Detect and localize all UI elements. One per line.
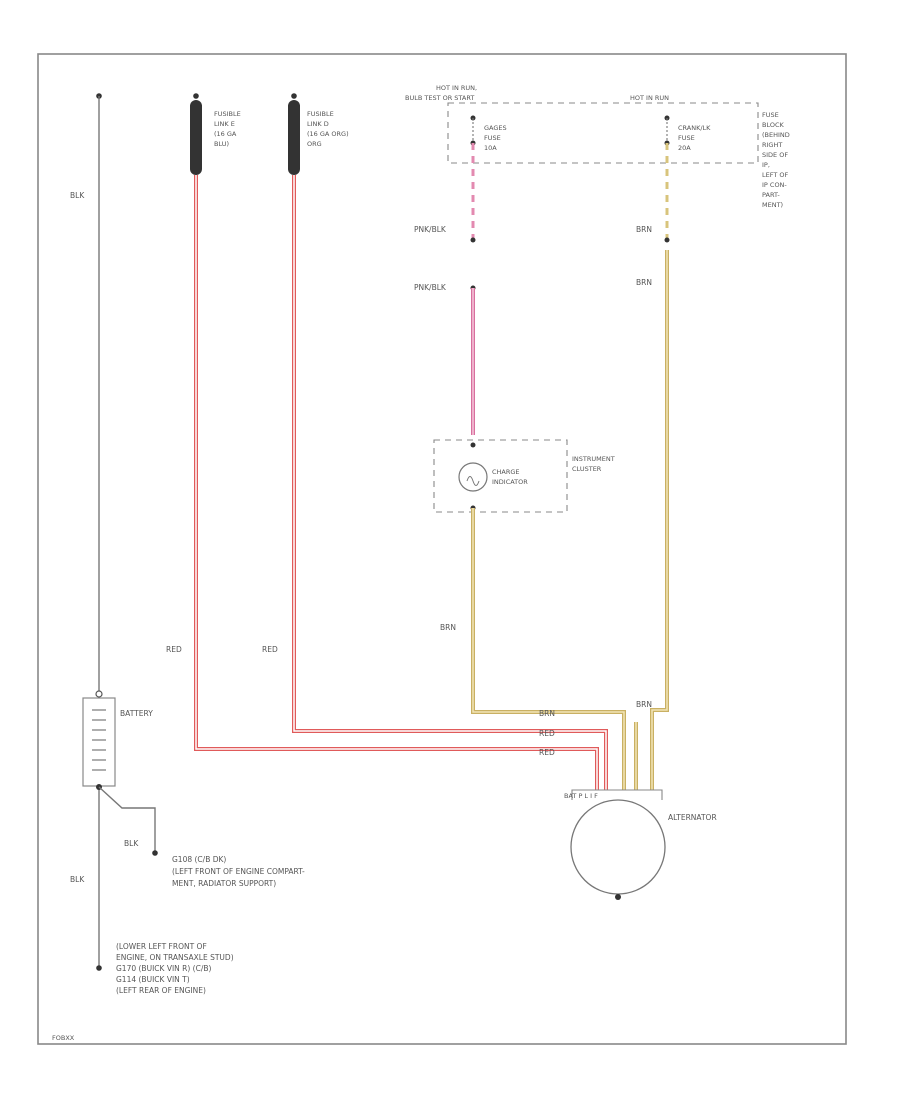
wire-label-brn-1: BRN <box>636 225 652 234</box>
svg-text:IP,: IP, <box>762 161 770 169</box>
ground-bottom-line1: (LOWER LEFT FRONT OF <box>116 942 207 951</box>
wire-label-blk-ground: BLK <box>124 839 139 848</box>
gages-fuse-line2: FUSE <box>484 134 501 142</box>
instrument-cluster-line1: INSTRUMENT <box>572 455 615 463</box>
wire-label-red-4: RED <box>539 748 555 757</box>
fusible-link-d-line1: FUSIBLE <box>307 110 334 118</box>
svg-text:(BEHIND: (BEHIND <box>762 131 790 139</box>
wire-label-pnk-blk-1: PNK/BLK <box>414 225 447 234</box>
g108-line1: G108 (C/B DK) <box>172 855 226 864</box>
crank-fuse-line1: CRANK/LK <box>678 124 711 132</box>
alternator-symbol <box>570 789 666 900</box>
wire-label-brn-3: BRN <box>440 623 456 632</box>
fuse-block-box <box>447 102 759 164</box>
ground-bottom-line3: G170 (BUICK VIN R) (C/B) <box>116 964 212 973</box>
svg-text:RIGHT: RIGHT <box>762 141 782 149</box>
wire-label-red-2: RED <box>262 645 278 654</box>
svg-text:MENT): MENT) <box>762 201 783 209</box>
fuse-block-header-left-2: BULB TEST OR START <box>405 94 474 102</box>
charge-indicator-bulb <box>458 462 488 492</box>
fusible-link-e-line4: BLU) <box>214 140 229 148</box>
red-wire-e <box>194 175 599 790</box>
ground-wire-left <box>96 93 102 971</box>
crank-fuse-line2: FUSE <box>678 134 695 142</box>
svg-text:PART-: PART- <box>762 191 780 199</box>
g108-line2: (LEFT FRONT OF ENGINE COMPART- <box>172 867 305 876</box>
crank-fuse-symbol <box>664 115 670 146</box>
alternator-terminals: BAT P L I F <box>564 792 598 800</box>
wire-label-pnk-blk-2: PNK/BLK <box>414 283 447 292</box>
svg-text:FUSE: FUSE <box>762 111 779 119</box>
fusible-link-d-line3: (16 GA ORG) <box>307 130 349 138</box>
wire-label-brn-5: BRN <box>636 700 652 709</box>
svg-text:SIDE OF: SIDE OF <box>762 151 788 159</box>
g108-line3: MENT, RADIATOR SUPPORT) <box>172 879 276 888</box>
fusible-link-e-line3: (16 GA <box>214 130 237 138</box>
battery-label: BATTERY <box>120 709 153 718</box>
wire-label-brn-4: BRN <box>539 709 555 718</box>
wire-label-blk-top: BLK <box>70 191 85 200</box>
ground-bottom-line5: (LEFT REAR OF ENGINE) <box>116 986 206 995</box>
fusible-link-d-line2: LINK D <box>307 120 329 128</box>
wire-label-red-1: RED <box>166 645 182 654</box>
charge-indicator-line2: INDICATOR <box>492 478 528 486</box>
gages-fuse-symbol <box>470 115 476 146</box>
wire-label-blk-lower: BLK <box>70 875 85 884</box>
instrument-cluster-line2: CLUSTER <box>572 465 602 473</box>
diagram-frame <box>37 53 847 1045</box>
wire-label-brn-2: BRN <box>636 278 652 287</box>
brown-wire-left <box>471 508 626 790</box>
fusible-link-d <box>288 93 300 175</box>
figure-id: FOBXX <box>52 1034 75 1042</box>
svg-text:BLOCK: BLOCK <box>762 121 785 129</box>
fuse-block-description: FUSE BLOCK (BEHIND RIGHT SIDE OF IP, LEF… <box>762 111 790 209</box>
fuse-block-header-left-1: HOT IN RUN, <box>436 84 477 92</box>
red-wire-d <box>292 175 608 790</box>
ground-wire-g108 <box>98 786 156 853</box>
ground-bottom-line2: ENGINE, ON TRANSAXLE STUD) <box>116 953 234 962</box>
fusible-link-d-line4: ORG <box>307 140 322 148</box>
alternator-label: ALTERNATOR <box>668 813 717 822</box>
gages-fuse-line3: 10A <box>484 144 497 152</box>
fuse-block-header-right: HOT IN RUN <box>630 94 669 102</box>
brown-wire-right <box>650 250 669 790</box>
battery-symbol <box>82 690 116 790</box>
fusible-link-e-line2: LINK E <box>214 120 235 128</box>
ground-bottom-line4: G114 (BUICK VIN T) <box>116 975 190 984</box>
svg-text:LEFT OF: LEFT OF <box>762 171 789 179</box>
fusible-link-e <box>190 93 202 175</box>
wire-label-red-3: RED <box>539 729 555 738</box>
gages-fuse-line1: GAGES <box>484 124 507 132</box>
svg-text:IP CON-: IP CON- <box>762 181 787 189</box>
fusible-link-e-line1: FUSIBLE <box>214 110 241 118</box>
instrument-cluster-box <box>433 439 568 513</box>
charge-indicator-line1: CHARGE <box>492 468 520 476</box>
crank-fuse-line3: 20A <box>678 144 691 152</box>
